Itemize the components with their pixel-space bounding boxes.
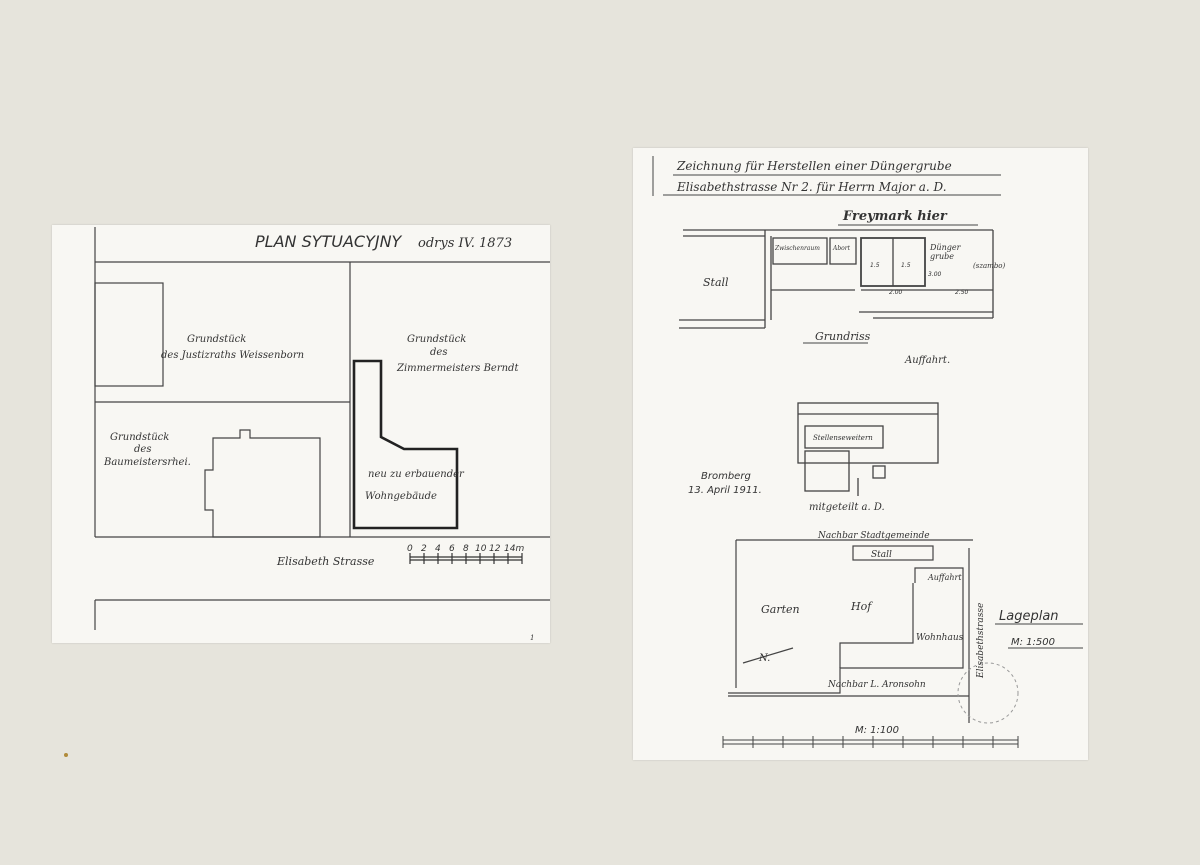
dim-label: 1.5 (870, 262, 880, 269)
yard-label: Hof (850, 600, 873, 613)
stall-label: Stall (703, 276, 729, 289)
site-street: Elisabethstrasse (976, 603, 986, 679)
scale-tick: 14m (504, 544, 524, 554)
site-stall: Stall (871, 550, 892, 560)
parcel-w-line2: des (134, 444, 151, 455)
street-name: Elisabeth Strasse (276, 555, 375, 568)
page-mark: 1 (530, 634, 534, 642)
top-neighbor: Nachbar Stadtgemeinde (817, 531, 930, 541)
parcel-ne-line3: Zimmermeisters Berndt (396, 363, 519, 374)
auffahrt-label: Auffahrt. (904, 355, 950, 366)
scale-tick: 10 (475, 544, 487, 554)
scale-tick: 6 (449, 544, 455, 554)
section-label: Stellenseweitern (813, 434, 873, 442)
parcel-w-line1: Grundstück (110, 432, 169, 443)
situation-plan-sheet: 0 2 4 6 8 10 12 14m PLAN SYTUACYJNY odry… (52, 225, 550, 643)
scale-tick: 0 (407, 544, 413, 554)
pit-label-3: (szambo) (973, 262, 1006, 270)
drawing-title-line3: Freymark hier (842, 209, 948, 224)
floor-plan (679, 229, 994, 329)
dim-label: 1.5 (901, 262, 911, 269)
pit-label-1: Dünger (929, 243, 962, 252)
house-label: Wohnhaus (916, 633, 964, 643)
grundriss-label: Grundriss (815, 330, 871, 343)
drawing-title-line1: Zeichnung für Herstellen einer Düngergru… (676, 159, 952, 173)
section-drawing (797, 402, 939, 496)
manure-pit-drawing-sheet: Zeichnung für Herstellen einer Düngergru… (633, 148, 1088, 760)
scale-tick: 12 (489, 544, 501, 554)
parcel-nw-line1: Grundstück (187, 334, 246, 345)
paper-speck (64, 753, 68, 757)
plan-title-note: odrys IV. 1873 (418, 236, 512, 251)
scale-tick: 2 (421, 544, 427, 554)
site-auffahrt: Auffahrt (927, 573, 962, 582)
site-plan-title: Lageplan (999, 609, 1059, 624)
scale-tick: 4 (435, 544, 441, 554)
site-plan (728, 539, 973, 723)
site-plan-scale: M: 1:500 (1011, 637, 1055, 648)
pit-label-2: grube (930, 252, 954, 261)
north-arrow-label: N. (758, 653, 770, 664)
bottom-neighbor: Nachbar L. Aronsohn (827, 680, 926, 690)
drawing-title-line2: Elisabethstrasse Nr 2. für Herrn Major a… (676, 180, 947, 194)
stamp (957, 662, 1019, 724)
room-2-label: Abort (832, 245, 851, 252)
parcel-ne-line1: Grundstück (407, 334, 466, 345)
dim-label: 2.00 (889, 289, 903, 296)
bottom-scale-bar (722, 736, 1019, 748)
date-label: 13. April 1911. (688, 485, 762, 496)
scale-tick: 8 (463, 544, 469, 554)
place-label: Bromberg (701, 471, 751, 482)
room-1-label: Zwischenraum (774, 245, 820, 252)
new-building-line1: neu zu erbauender (368, 469, 465, 480)
manure-pit-drawing: Zeichnung für Herstellen einer Düngergru… (652, 156, 1083, 748)
garden-label: Garten (761, 603, 800, 616)
scale-bar (409, 553, 523, 564)
parcel-w-line3: Baumeistersrhei. (103, 457, 191, 468)
plan-title: PLAN SYTUACYJNY (255, 232, 403, 251)
situation-plan-drawing: 0 2 4 6 8 10 12 14m PLAN SYTUACYJNY odry… (94, 227, 550, 642)
signature: mitgeteilt a. D. (809, 502, 885, 513)
bottom-scale-label: M: 1:100 (855, 725, 899, 736)
parcel-nw-line2: des Justizraths Weissenborn (161, 350, 304, 361)
new-building-line2: Wohngebäude (365, 491, 437, 502)
parcel-ne-line2: des (430, 347, 447, 358)
dim-label: 2.50 (955, 289, 969, 296)
dim-label: 3.00 (928, 271, 942, 278)
